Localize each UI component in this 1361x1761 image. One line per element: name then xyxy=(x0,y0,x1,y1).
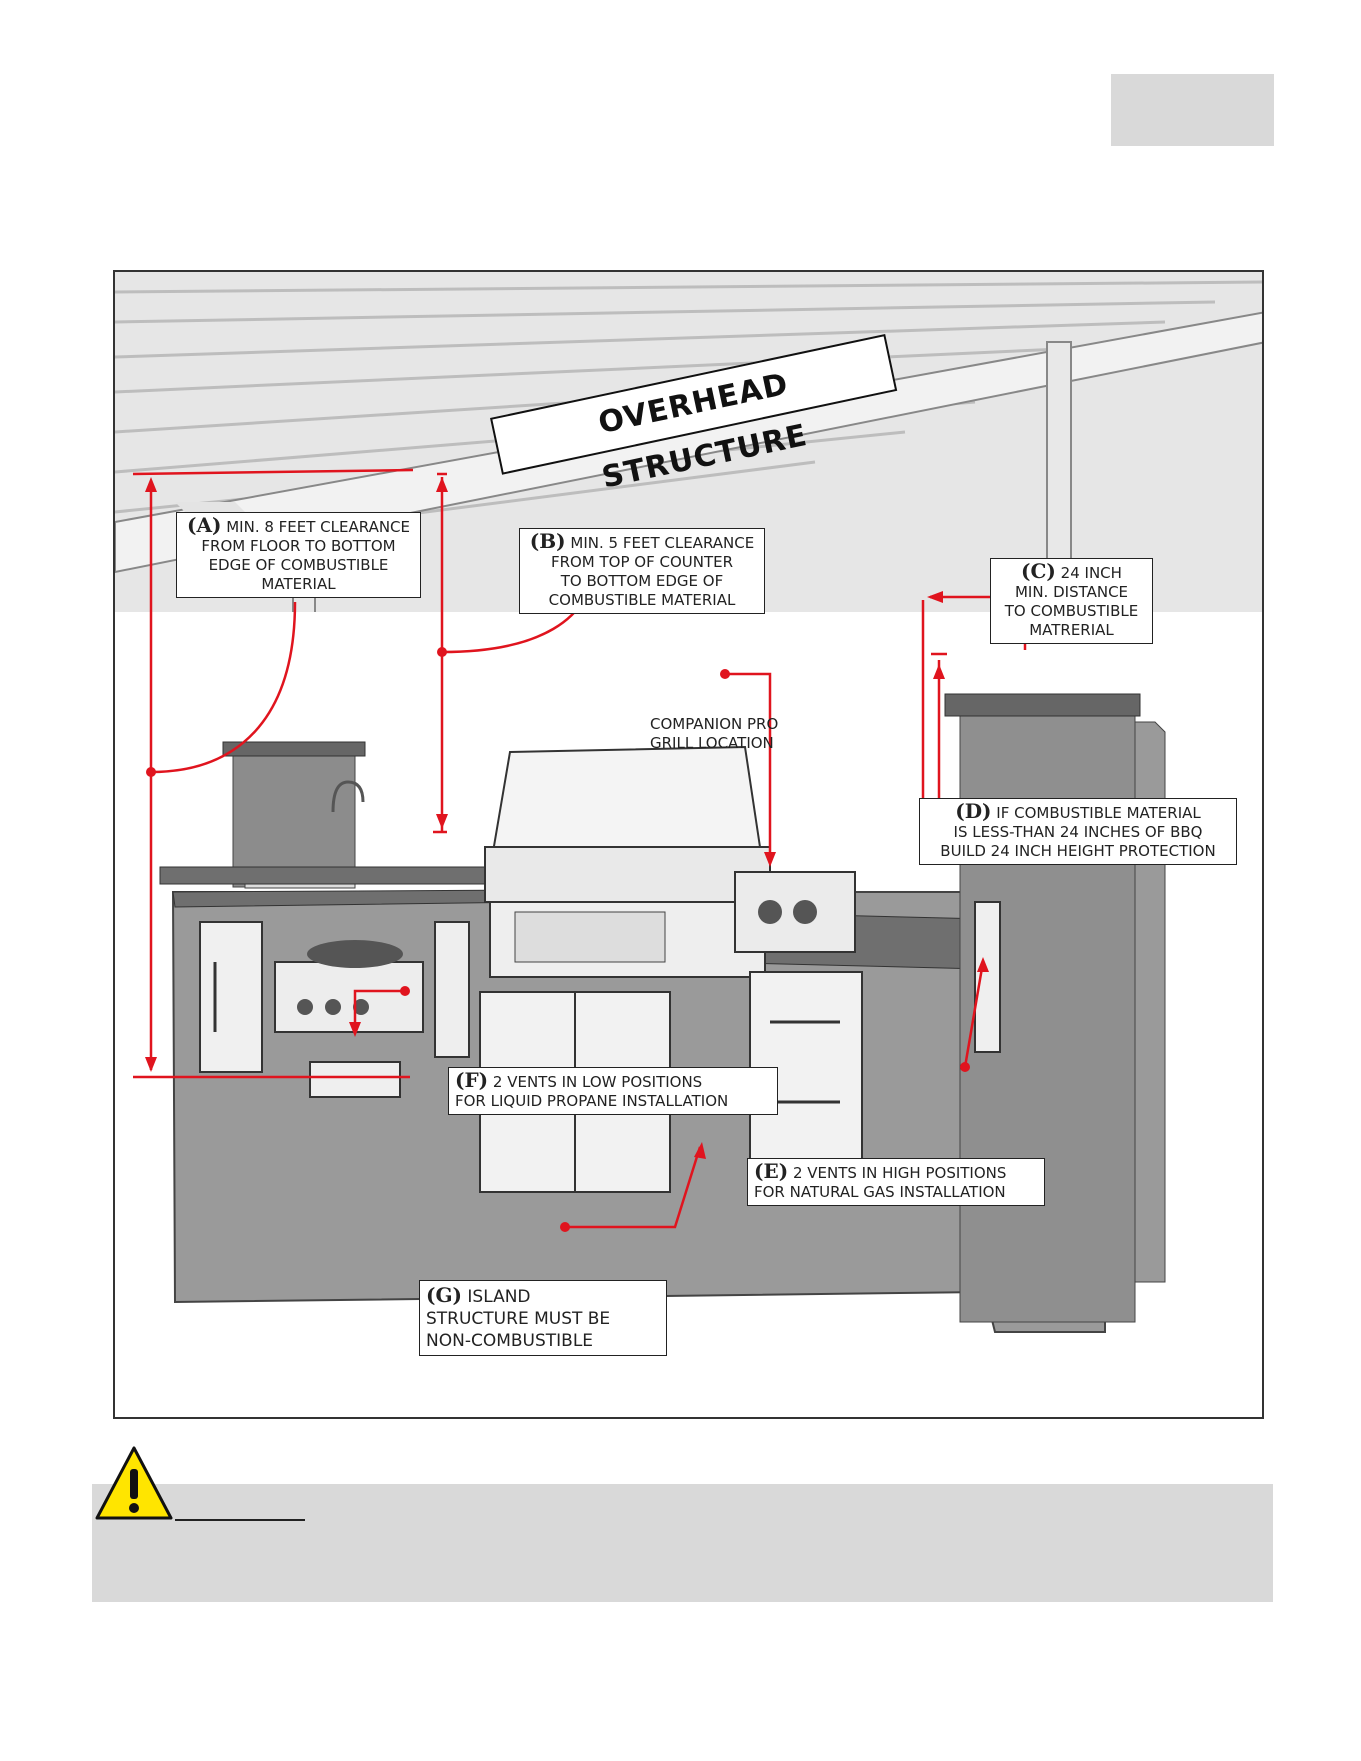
callout-b: (B) MIN. 5 FEET CLEARANCE FROM TOP OF CO… xyxy=(519,528,765,614)
callout-f-line-2: FOR LIQUID PROPANE INSTALLATION xyxy=(455,1092,729,1110)
callout-d-line-1: IF COMBUSTIBLE MATERIAL xyxy=(996,804,1201,822)
callout-g-line-2: STRUCTURE MUST BE xyxy=(426,1309,611,1329)
high-vent xyxy=(974,901,1001,1053)
callout-g: (G) ISLAND STRUCTURE MUST BE NON-COMBUST… xyxy=(419,1280,667,1356)
warning-triangle-icon xyxy=(95,1446,173,1520)
warning-bar xyxy=(92,1484,1273,1602)
callout-b-line-2: FROM TOP OF COUNTER xyxy=(550,553,734,571)
dimension-lines xyxy=(132,468,1027,1229)
access-door xyxy=(199,921,263,1073)
vertical-vent xyxy=(434,921,470,1058)
side-burner xyxy=(274,961,424,1033)
callout-c-key: (C) xyxy=(1021,559,1056,583)
warning-heading-underline xyxy=(175,1519,305,1521)
low-vent xyxy=(309,1061,401,1098)
callout-a-line-1: MIN. 8 FEET CLEARANCE xyxy=(226,518,410,536)
callout-b-line-3: TO BOTTOM EDGE OF xyxy=(560,572,724,590)
callout-e-line-2: FOR NATURAL GAS INSTALLATION xyxy=(754,1183,1006,1201)
sink-pillar xyxy=(232,751,356,888)
grill-location-line-1: COMPANION PRO xyxy=(650,715,779,733)
callout-a: (A) MIN. 8 FEET CLEARANCE FROM FLOOR TO … xyxy=(176,512,421,598)
callout-a-line-3: EDGE OF COMBUSTIBLE xyxy=(208,556,389,574)
callout-c-line-3: TO COMBUSTIBLE xyxy=(1004,602,1139,620)
callout-c: (C) 24 INCH MIN. DISTANCE TO COMBUSTIBLE… xyxy=(990,558,1153,644)
callout-c-line-2: MIN. DISTANCE xyxy=(1014,583,1129,601)
callout-d-line-3: BUILD 24 INCH HEIGHT PROTECTION xyxy=(940,842,1216,860)
page-tab-box xyxy=(1111,74,1274,146)
callout-b-key: (B) xyxy=(529,529,566,553)
callout-f: (F) 2 VENTS IN LOW POSITIONS FOR LIQUID … xyxy=(448,1067,778,1115)
callout-e-line-1: 2 VENTS IN HIGH POSITIONS xyxy=(792,1164,1007,1182)
callout-d: (D) IF COMBUSTIBLE MATERIAL IS LESS-THAN… xyxy=(919,798,1237,865)
callout-a-key: (A) xyxy=(187,513,222,537)
callout-e: (E) 2 VENTS IN HIGH POSITIONS FOR NATURA… xyxy=(747,1158,1045,1206)
callout-b-line-1: MIN. 5 FEET CLEARANCE xyxy=(570,534,755,552)
callout-e-key: (E) xyxy=(754,1159,789,1183)
callout-d-line-2: IS LESS-THAN 24 INCHES OF BBQ xyxy=(953,823,1203,841)
grill-hood xyxy=(491,745,762,854)
installation-clearance-figure: OVERHEAD STRUCTURE (A) MIN. 8 FEET CLEAR… xyxy=(113,270,1264,1419)
callout-f-line-1: 2 VENTS IN LOW POSITIONS xyxy=(492,1073,703,1091)
dimension-markers xyxy=(145,477,1023,1232)
callout-g-line-1: ISLAND xyxy=(467,1287,531,1307)
callout-c-line-1: 24 INCH xyxy=(1060,564,1122,582)
grill-location-line-2: GRILL LOCATION xyxy=(650,734,774,752)
grill-location-label: COMPANION PRO GRILL LOCATION xyxy=(650,715,778,753)
callout-a-line-4: MATERIAL xyxy=(261,575,336,593)
callout-g-key: (G) xyxy=(426,1283,463,1307)
callout-f-key: (F) xyxy=(455,1068,489,1092)
callout-g-line-3: NON-COMBUSTIBLE xyxy=(426,1331,594,1351)
callout-b-line-4: COMBUSTIBLE MATERIAL xyxy=(548,591,736,609)
callout-c-line-4: MATRERIAL xyxy=(1029,621,1114,639)
counter-left xyxy=(159,866,501,885)
callout-d-key: (D) xyxy=(955,799,992,823)
callout-a-line-2: FROM FLOOR TO BOTTOM xyxy=(201,537,396,555)
